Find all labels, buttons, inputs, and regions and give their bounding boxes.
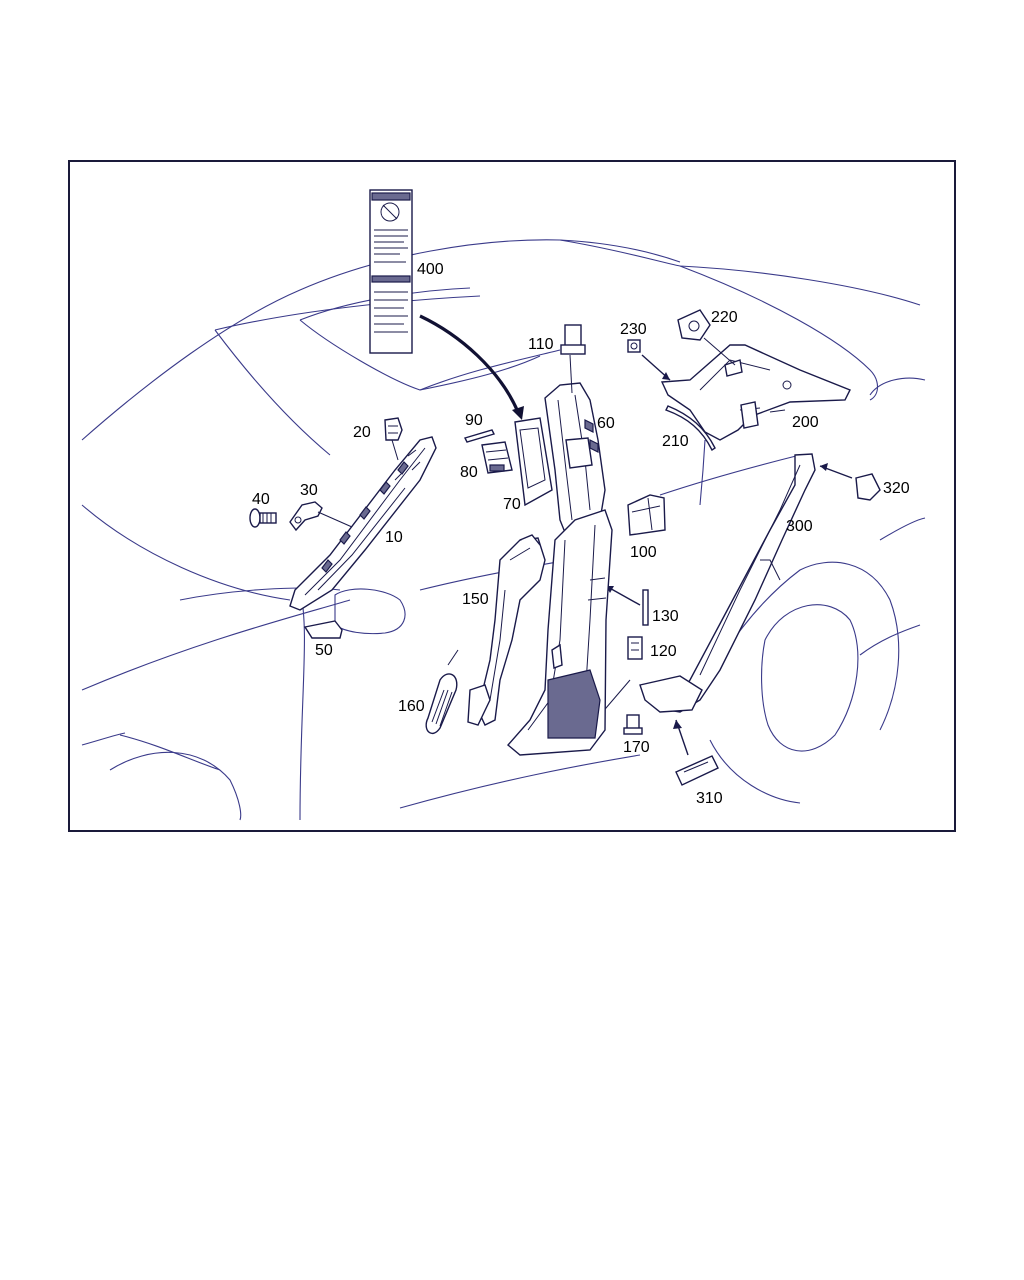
callout-70: 70 — [503, 496, 521, 513]
part-300-pillar-trim — [666, 453, 816, 713]
part-130-strip — [605, 585, 649, 626]
car-body-outline — [81, 239, 926, 821]
callout-310: 310 — [696, 790, 723, 807]
part-400-label — [369, 189, 524, 420]
part-120-retainer — [599, 636, 643, 716]
part-90-pin — [464, 429, 495, 443]
part-320-nut — [819, 463, 881, 501]
callout-170: 170 — [623, 739, 650, 756]
part-40-screw — [249, 508, 277, 528]
diagram-frame — [68, 160, 956, 832]
b-pillar-main-trim — [506, 509, 613, 756]
part-160-grille — [425, 649, 459, 734]
part-30-bracket — [289, 501, 353, 532]
part-220-cover — [677, 309, 736, 366]
callout-210: 210 — [662, 433, 689, 450]
callout-300: 300 — [786, 518, 813, 535]
callout-30: 30 — [300, 482, 318, 499]
callout-200: 200 — [792, 414, 819, 431]
callout-120: 120 — [650, 643, 677, 660]
callout-10: 10 — [385, 529, 403, 546]
callout-100: 100 — [630, 544, 657, 561]
part-210-strip — [665, 405, 716, 452]
lower-cover-piece — [639, 675, 703, 713]
callout-90: 90 — [465, 412, 483, 429]
part-100-lower-cover — [627, 494, 666, 536]
part-170-clip — [623, 714, 643, 735]
part-50-pad — [303, 620, 343, 639]
part-10-a-pillar-trim — [289, 436, 437, 611]
part-60-b-pillar-upper — [544, 354, 606, 546]
callout-40: 40 — [252, 491, 270, 508]
part-70-cover — [514, 417, 553, 507]
callout-220: 220 — [711, 309, 738, 326]
part-200-c-pillar-trim — [660, 344, 851, 441]
callouts: 10 20 30 40 50 60 70 80 90 100 110 120 1… — [252, 261, 910, 807]
part-20-clip — [384, 417, 403, 461]
callout-80: 80 — [460, 464, 478, 481]
callout-110: 110 — [528, 336, 554, 353]
part-310-plate — [673, 719, 719, 786]
callout-320: 320 — [883, 480, 910, 497]
callout-400: 400 — [417, 261, 444, 278]
part-150-b-pillar-lower — [467, 534, 546, 726]
callout-60: 60 — [597, 415, 615, 432]
callout-130: 130 — [652, 608, 679, 625]
part-110-clip — [560, 324, 586, 355]
part-230-fastener — [627, 339, 671, 381]
callout-20: 20 — [353, 424, 371, 441]
callout-160: 160 — [398, 698, 425, 715]
callout-230: 230 — [620, 321, 647, 338]
callout-50: 50 — [315, 642, 333, 659]
part-80-belt-guide — [481, 441, 513, 474]
callout-150: 150 — [462, 591, 489, 608]
